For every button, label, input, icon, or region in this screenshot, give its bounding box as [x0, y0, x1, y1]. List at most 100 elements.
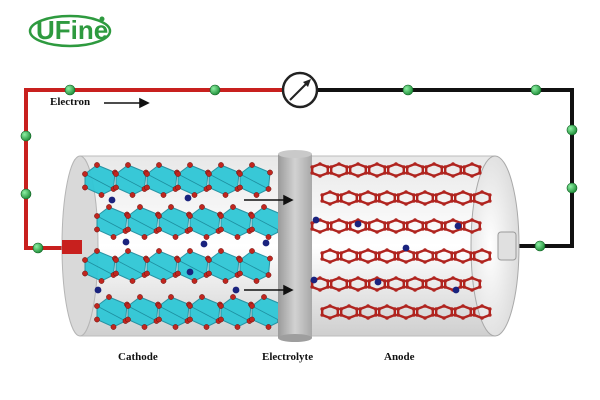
- oxygen-atom: [125, 213, 131, 219]
- oxygen-atom: [125, 226, 131, 233]
- carbon-atom: [328, 304, 332, 308]
- carbon-atom: [430, 313, 435, 317]
- carbon-atom: [442, 202, 446, 206]
- carbon-atom: [366, 260, 370, 264]
- carbon-atom: [375, 174, 379, 178]
- oxygen-atom: [137, 294, 143, 300]
- octahedron-edge: [158, 305, 188, 322]
- carbon-atom: [430, 307, 435, 311]
- oxygen-atom: [222, 278, 229, 284]
- carbon-atom: [392, 199, 397, 203]
- oxygen-atom: [98, 192, 105, 198]
- carbon-atom: [367, 165, 372, 169]
- carbon-atom: [468, 257, 473, 261]
- lithium-ion: [232, 286, 240, 294]
- carbon-atom: [462, 171, 467, 175]
- carbon-atom: [415, 313, 420, 317]
- carbon-atom: [415, 251, 420, 255]
- oxygen-atom: [267, 255, 273, 262]
- carbon-atom: [487, 251, 492, 255]
- carbon-atom: [411, 313, 416, 317]
- carbon-atom: [424, 285, 429, 289]
- oxygen-atom: [144, 184, 150, 191]
- oxygen-atom: [234, 324, 241, 330]
- carbon-atom: [480, 316, 484, 320]
- oxygen-atom: [203, 234, 210, 240]
- carbon-atom: [325, 221, 330, 225]
- carbon-atom: [462, 165, 467, 169]
- carbon-atom: [367, 279, 372, 283]
- carbon-atom: [458, 165, 463, 169]
- carbon-atom: [335, 251, 340, 255]
- oxygen-atom: [106, 294, 112, 300]
- oxygen-atom: [94, 213, 100, 219]
- ufine-logo: [28, 14, 112, 48]
- carbon-atom: [462, 279, 467, 283]
- carbon-atom: [415, 307, 420, 311]
- oxygen-atom: [237, 257, 243, 263]
- carbon-atom: [335, 257, 340, 261]
- oxygen-atom: [222, 192, 229, 198]
- carbon-atom: [392, 193, 397, 197]
- cathode-lattice: [82, 162, 285, 330]
- oxygen-atom: [144, 257, 150, 263]
- carbon-atom: [385, 248, 389, 252]
- carbon-atom: [339, 307, 344, 311]
- oxygen-atom: [253, 192, 260, 198]
- carbon-atom: [477, 227, 482, 231]
- octahedron-edge: [220, 305, 250, 322]
- carbon-atom: [396, 313, 401, 317]
- carbon-atom: [358, 193, 363, 197]
- oxygen-atom: [206, 270, 212, 277]
- electron: [20, 130, 32, 142]
- oxygen-atom: [265, 234, 272, 240]
- oxygen-atom: [94, 316, 100, 323]
- carbon-atom: [358, 251, 363, 255]
- carbon-atom: [339, 199, 344, 203]
- carbon-atom: [329, 227, 334, 231]
- carbon-atom: [432, 276, 436, 280]
- oxygen-atom: [172, 234, 179, 240]
- electron: [566, 124, 578, 136]
- carbon-atom: [451, 276, 455, 280]
- carbon-atom: [453, 307, 458, 311]
- electron-label: Electron: [50, 96, 91, 108]
- carbon-atom: [413, 218, 417, 222]
- carbon-atom: [335, 193, 340, 197]
- carbon-atom: [366, 304, 370, 308]
- carbon-atom: [392, 307, 397, 311]
- carbon-atom: [394, 174, 398, 178]
- carbon-atom: [375, 288, 379, 292]
- carbon-atom: [386, 279, 391, 283]
- octahedron-edge: [189, 215, 219, 232]
- carbon-atom: [424, 227, 429, 231]
- oxygen-atom: [265, 324, 272, 330]
- carbon-atom: [468, 199, 473, 203]
- oxygen-atom: [253, 278, 260, 284]
- cathode-terminal: [62, 240, 82, 254]
- oxygen-atom: [206, 257, 212, 263]
- carbon-atom: [377, 307, 382, 311]
- oxygen-atom: [156, 226, 162, 233]
- carbon-atom: [373, 307, 378, 311]
- carbon-atom: [413, 230, 417, 234]
- carbon-atom: [358, 313, 363, 317]
- octahedron-edge: [239, 173, 269, 190]
- carbon-atom: [394, 218, 398, 222]
- oxygen-atom: [156, 162, 162, 168]
- carbon-atom: [394, 162, 398, 166]
- oxygen-atom: [113, 270, 119, 277]
- lithium-ion: [122, 238, 130, 246]
- carbon-atom: [480, 248, 484, 252]
- carbon-atom: [337, 276, 341, 280]
- carbon-atom: [328, 248, 332, 252]
- carbon-atom: [329, 171, 334, 175]
- carbon-atom: [423, 202, 427, 206]
- oxygen-atom: [82, 257, 88, 263]
- carbon-atom: [348, 171, 353, 175]
- carbon-atom: [318, 162, 322, 166]
- carbon-atom: [328, 202, 332, 206]
- lithium-ions: [94, 194, 462, 294]
- carbon-atom: [439, 279, 444, 283]
- ion-arrows: [244, 194, 294, 296]
